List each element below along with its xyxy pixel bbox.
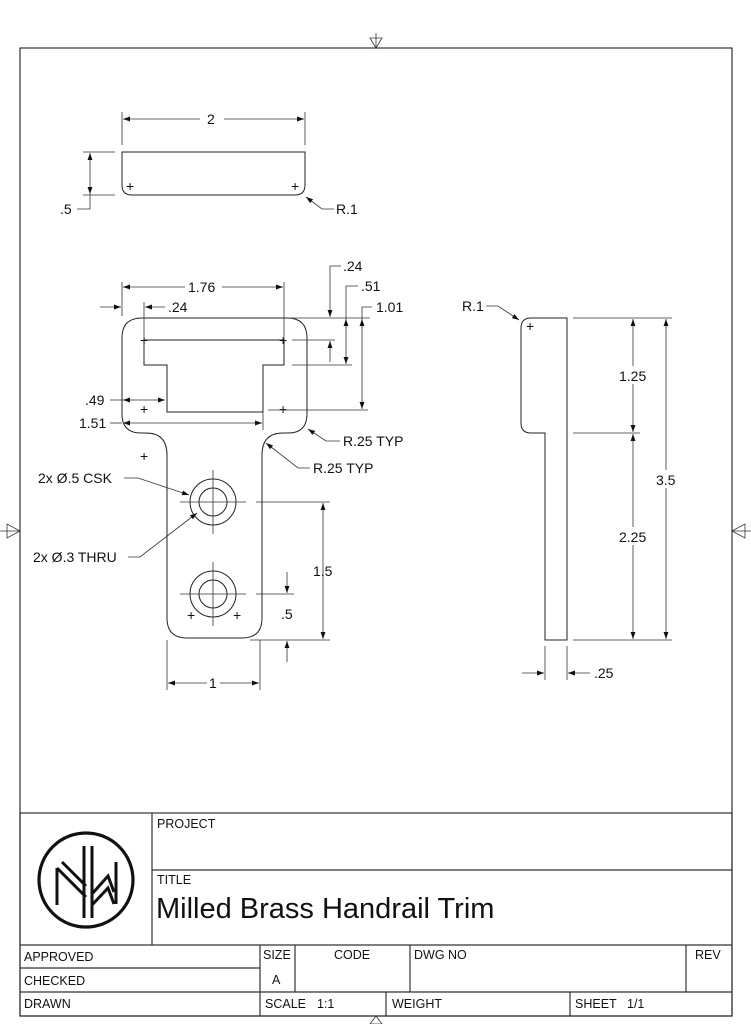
weight-label: WEIGHT bbox=[392, 997, 442, 1011]
inset-dim: .24 bbox=[168, 299, 188, 315]
thickness-dim: .25 bbox=[594, 665, 614, 681]
pocket-width-dim: 1.51 bbox=[79, 415, 106, 431]
radius-note-2: R.25 TYP bbox=[313, 460, 373, 476]
top-height-dim: .5 bbox=[60, 201, 72, 217]
checked-label: CHECKED bbox=[24, 974, 85, 988]
top-depth-dim: .24 bbox=[343, 258, 363, 274]
company-logo bbox=[37, 831, 135, 929]
size-label: SIZE bbox=[263, 948, 291, 962]
approved-label: APPROVED bbox=[24, 950, 93, 964]
hole-lower bbox=[180, 562, 246, 626]
svg-text:+: + bbox=[233, 607, 241, 623]
drawing-title: Milled Brass Handrail Trim bbox=[156, 893, 494, 925]
top-radius-note: R.1 bbox=[336, 201, 358, 217]
side-view-outline bbox=[520, 317, 568, 641]
center-marker-bottom bbox=[369, 1015, 383, 1024]
front-width-dim: 1.76 bbox=[188, 279, 215, 295]
scale-value: 1:1 bbox=[317, 997, 334, 1011]
center-marker-left bbox=[0, 523, 21, 539]
scale-label: SCALE bbox=[265, 997, 306, 1011]
dwg-no-label: DWG NO bbox=[414, 948, 467, 962]
title-block: PROJECT TITLE Milled Brass Handrail Trim… bbox=[19, 812, 733, 1017]
svg-text:+: + bbox=[187, 607, 195, 623]
hole-edge-dim: .5 bbox=[281, 606, 293, 622]
front-view: + + + + + + + 1.76 .24 bbox=[33, 258, 403, 691]
side-lower-dim: 2.25 bbox=[619, 529, 646, 545]
top-view: + + 2 .5 R.1 bbox=[60, 111, 358, 217]
hole-spacing-dim: 1.5 bbox=[313, 563, 333, 579]
stem-width-dim: 1 bbox=[209, 675, 217, 691]
sheet-value: 1/1 bbox=[627, 997, 644, 1011]
svg-text:+: + bbox=[140, 401, 148, 417]
side-view: + R.1 1.25 2.25 3.5 .25 bbox=[462, 298, 680, 681]
top-width-dim: 2 bbox=[207, 111, 215, 127]
project-label: PROJECT bbox=[157, 817, 216, 831]
front-view-outline bbox=[121, 317, 308, 639]
top-view-outline bbox=[121, 151, 306, 196]
side-total-dim: 3.5 bbox=[656, 472, 676, 488]
svg-text:+: + bbox=[526, 318, 534, 334]
svg-text:+: + bbox=[140, 332, 148, 348]
csk-note: 2x Ø.5 CSK bbox=[38, 470, 113, 486]
thru-note: 2x Ø.3 THRU bbox=[33, 549, 117, 565]
svg-text:+: + bbox=[279, 401, 287, 417]
radius-note-1: R.25 TYP bbox=[343, 433, 403, 449]
side-upper-dim: 1.25 bbox=[619, 368, 646, 384]
svg-text:+: + bbox=[126, 178, 134, 194]
svg-text:+: + bbox=[279, 332, 287, 348]
pocket-outline bbox=[143, 339, 285, 413]
center-marker-right bbox=[731, 523, 751, 539]
sheet-label: SHEET bbox=[575, 997, 617, 1011]
step-offset-dim: .49 bbox=[85, 392, 105, 408]
title-label: TITLE bbox=[157, 873, 191, 887]
svg-text:+: + bbox=[140, 448, 148, 464]
rev-label: REV bbox=[695, 948, 721, 962]
size-value: A bbox=[272, 973, 281, 987]
code-label: CODE bbox=[334, 948, 370, 962]
center-marker-top bbox=[369, 33, 383, 49]
mid-depth-dim: .51 bbox=[361, 278, 381, 294]
pocket-depth-dim: 1.01 bbox=[376, 299, 403, 315]
drawn-label: DRAWN bbox=[24, 997, 71, 1011]
hole-upper bbox=[180, 470, 246, 534]
side-radius-note: R.1 bbox=[462, 298, 484, 314]
svg-text:+: + bbox=[291, 178, 299, 194]
